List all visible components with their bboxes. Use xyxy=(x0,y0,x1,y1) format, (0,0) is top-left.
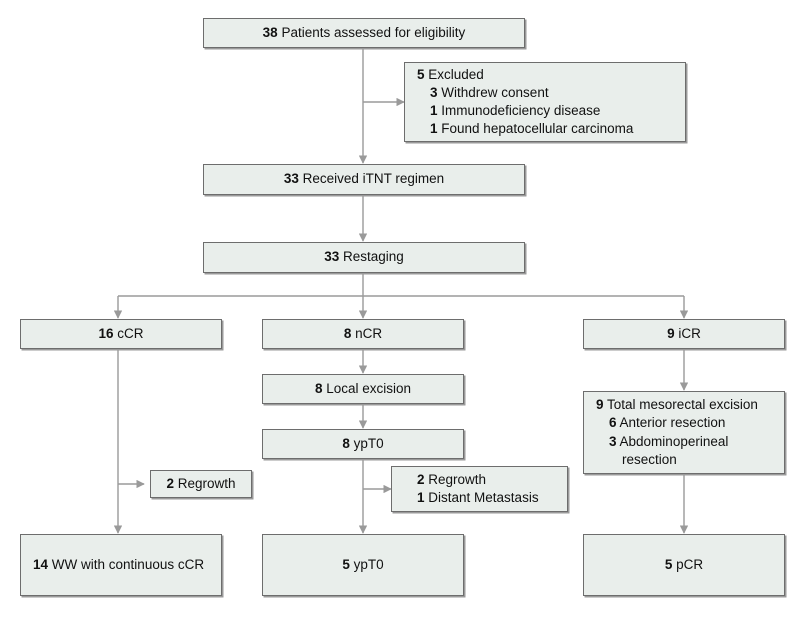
node-count: 1 xyxy=(417,490,425,505)
node-count: 5 xyxy=(417,66,425,82)
node-label: Restaging xyxy=(343,249,404,265)
node-ccr: 16 cCR xyxy=(20,319,222,349)
node-label: Patients assessed for eligibility xyxy=(281,24,466,40)
node-label: Distant Metastasis xyxy=(428,490,539,505)
node-count: 9 xyxy=(596,397,604,413)
node-label: WW with continuous cCR xyxy=(51,556,205,572)
node-line: 38 Patients assessed for eligibility xyxy=(263,24,466,42)
node-count: 5 xyxy=(664,556,673,572)
node-count: 33 xyxy=(324,249,340,265)
node-line: 5 pCR xyxy=(665,556,703,574)
node-label: Withdrew consent xyxy=(441,84,549,100)
node-label: Excluded xyxy=(428,66,484,82)
node-line: 3 Withdrew consent xyxy=(417,84,549,102)
node-count: 3 xyxy=(609,433,617,449)
node-count: 2 xyxy=(417,471,425,487)
node-line: 6 Anterior resection xyxy=(596,414,725,432)
node-label: ypT0 xyxy=(353,435,384,451)
node-restaging: 33 Restaging xyxy=(203,242,525,273)
node-label: iCR xyxy=(678,325,701,341)
node-ncr: 8 nCR xyxy=(262,319,464,349)
node-line: 33 Received iTNT regimen xyxy=(284,170,444,188)
node-label: Abdominoperineal xyxy=(619,433,729,449)
node-label: resection xyxy=(622,451,677,467)
node-count: 5 xyxy=(342,556,350,572)
node-count: 38 xyxy=(262,24,278,40)
node-line: 8 ypT0 xyxy=(342,435,383,453)
node-regrowth-distant-metastasis: 2 Regrowth 1 Distant Metastasis xyxy=(391,466,568,512)
node-ypt0-5: 5 ypT0 xyxy=(262,534,464,596)
node-count: 6 xyxy=(609,415,617,431)
node-ypt0-8: 8 ypT0 xyxy=(262,429,464,459)
node-line: 1 Immunodeficiency disease xyxy=(417,102,600,120)
node-label: Received iTNT regimen xyxy=(302,171,445,187)
node-count: 33 xyxy=(283,171,299,187)
node-line: 1 Distant Metastasis xyxy=(404,489,539,507)
node-label: Found hepatocellular carcinoma xyxy=(441,121,634,137)
node-regrowth-left: 2 Regrowth xyxy=(150,470,252,498)
node-line: 8 Local excision xyxy=(315,380,411,398)
node-count: 8 xyxy=(343,325,352,341)
node-line: 9 iCR xyxy=(667,325,701,343)
node-label: Regrowth xyxy=(177,475,236,491)
node-assessed: 38 Patients assessed for eligibility xyxy=(203,18,525,48)
node-label: pCR xyxy=(676,556,704,572)
node-count: 2 xyxy=(166,475,174,491)
node-line: 5 ypT0 xyxy=(342,556,383,574)
node-line: 1 Found hepatocellular carcinoma xyxy=(417,120,633,138)
node-label: nCR xyxy=(355,325,383,341)
node-icr: 9 iCR xyxy=(583,319,785,349)
node-label: ypT0 xyxy=(353,556,384,572)
node-label: Immunodeficiency disease xyxy=(441,103,601,118)
node-count: 3 xyxy=(430,84,438,100)
node-line: 5 Excluded xyxy=(417,66,484,84)
node-count: 8 xyxy=(314,380,323,396)
node-count: 9 xyxy=(667,325,675,341)
node-tme: 9 Total mesorectal excision 6 Anterior r… xyxy=(583,391,785,474)
node-ww-continuous-ccr: 14 WW with continuous cCR xyxy=(20,534,222,596)
node-excluded: 5 Excluded 3 Withdrew consent 1 Immunode… xyxy=(404,62,686,142)
node-line: 9 Total mesorectal excision xyxy=(596,396,758,414)
node-count: 1 xyxy=(430,121,438,137)
node-label: Local excision xyxy=(326,380,412,396)
node-local-excision: 8 Local excision xyxy=(262,374,464,404)
node-line: 2 Regrowth xyxy=(166,475,235,493)
node-line: 8 nCR xyxy=(344,325,382,343)
node-label: Regrowth xyxy=(428,471,487,487)
node-line: 16 cCR xyxy=(98,325,143,343)
node-pcr: 5 pCR xyxy=(583,534,785,596)
node-received-itnt: 33 Received iTNT regimen xyxy=(203,164,525,195)
node-line: resection xyxy=(596,451,677,469)
node-label: Anterior resection xyxy=(619,415,726,431)
node-count: 1 xyxy=(430,103,438,118)
node-label: cCR xyxy=(117,325,144,341)
node-count: 14 xyxy=(33,556,49,572)
node-line: 14 WW with continuous cCR xyxy=(33,556,204,574)
node-count: 8 xyxy=(342,435,350,451)
node-line: 33 Restaging xyxy=(324,248,404,266)
node-line: 2 Regrowth xyxy=(404,471,486,489)
node-count: 16 xyxy=(98,325,114,341)
node-label: Total mesorectal excision xyxy=(607,397,758,413)
node-line: 3 Abdominoperineal xyxy=(596,433,728,451)
